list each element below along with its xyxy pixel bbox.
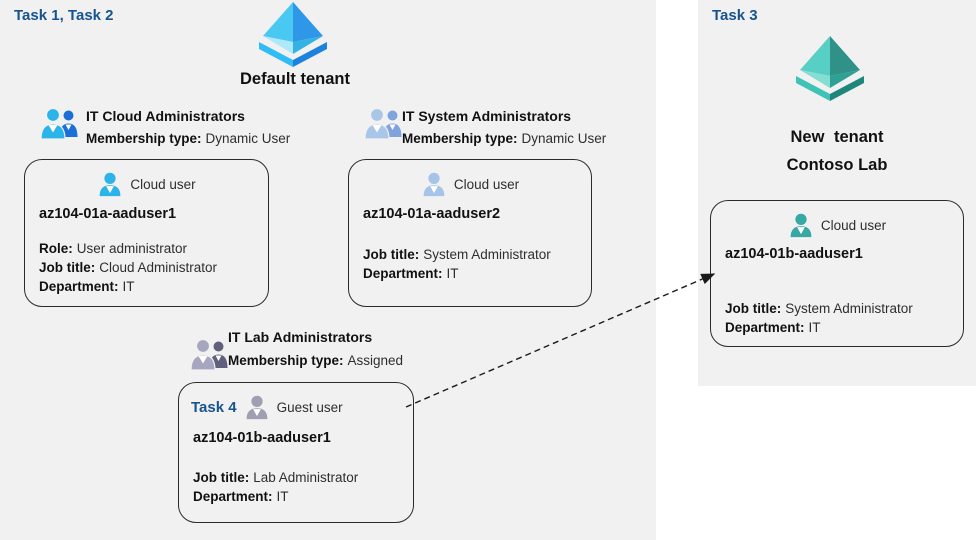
front-person bbox=[40, 107, 66, 140]
membership-type-value: Dynamic User bbox=[521, 131, 607, 146]
user-jobtitle-line: Job title:Lab Administrator bbox=[193, 470, 359, 485]
membership-type-label: Membership type: bbox=[86, 131, 202, 146]
membership-type-label: Membership type: bbox=[228, 353, 344, 368]
group-name-system-admins: IT System Administrators bbox=[402, 108, 572, 124]
user-department-line: Department:IT bbox=[193, 489, 289, 504]
contoso-tenant-icon bbox=[794, 36, 866, 102]
user-department-line: Department:IT bbox=[725, 320, 821, 335]
default-tenant-title: Default tenant bbox=[239, 70, 350, 88]
task-4-label: Task 4 bbox=[191, 398, 237, 416]
new-tenant-line2: Contoso Lab bbox=[786, 156, 888, 174]
user-jobtitle-line: Job title:System Administrator bbox=[363, 247, 551, 262]
user-type-label: Cloud user bbox=[820, 217, 887, 233]
group-membership-cloud-admins: Membership type:Dynamic User bbox=[86, 131, 290, 146]
user-card-header: Cloud user bbox=[711, 211, 963, 239]
user-type-label: Cloud user bbox=[453, 176, 520, 192]
guest-user-card: Task 4 Guest user az104-01b-aaduser1 Job… bbox=[178, 382, 414, 523]
user-name: az104-01a-aaduser2 bbox=[363, 206, 501, 222]
guest-card-header: Task 4 Guest user bbox=[179, 393, 413, 421]
new-tenant-title: New tenant Contoso Lab bbox=[698, 123, 976, 179]
back-person bbox=[209, 341, 228, 368]
user-department-line: Department:IT bbox=[39, 279, 135, 294]
group-name-cloud-admins: IT Cloud Administrators bbox=[86, 108, 245, 124]
user-card-aaduser1: Cloud user az104-01a-aaduser1 Role:User … bbox=[24, 159, 269, 307]
front-person bbox=[364, 107, 390, 140]
group-name-lab-admins: IT Lab Administrators bbox=[228, 329, 373, 345]
cloud-user-icon bbox=[99, 172, 121, 197]
task-3-label: Task 3 bbox=[712, 7, 758, 24]
default-tenant-panel bbox=[0, 0, 656, 540]
azure-ad-tenant-icon bbox=[257, 2, 329, 68]
group-icon-system-admins bbox=[364, 106, 404, 140]
membership-type-label: Membership type: bbox=[402, 131, 518, 146]
user-name: az104-01a-aaduser1 bbox=[39, 206, 177, 222]
user-type-label: Cloud user bbox=[130, 176, 196, 192]
group-membership-system-admins: Membership type:Dynamic User bbox=[402, 131, 606, 146]
task-1-2-label: Task 1, Task 2 bbox=[14, 7, 114, 24]
user-card-header: Cloud user bbox=[349, 170, 591, 198]
group-icon-cloud-admins bbox=[40, 106, 80, 140]
front-person bbox=[190, 338, 216, 371]
user-jobtitle-line: Job title:Cloud Administrator bbox=[39, 260, 218, 275]
group-membership-lab-admins: Membership type:Assigned bbox=[228, 353, 403, 368]
user-name: az104-01b-aaduser1 bbox=[193, 430, 331, 446]
user-card-aaduser2: Cloud user az104-01a-aaduser2 Job title:… bbox=[348, 159, 592, 307]
user-department-line: Department:IT bbox=[363, 266, 459, 281]
cloud-user-icon bbox=[790, 213, 812, 238]
group-icon-lab-admins bbox=[190, 337, 230, 371]
user-card-header: Cloud user bbox=[25, 170, 268, 198]
membership-type-value: Assigned bbox=[347, 353, 404, 368]
cloud-user-icon bbox=[423, 172, 445, 197]
user-role-line: Role:User administrator bbox=[39, 241, 188, 256]
user-type-label: Guest user bbox=[276, 399, 343, 415]
contoso-user-card: Cloud user az104-01b-aaduser1 Job title:… bbox=[710, 200, 964, 347]
membership-type-value: Dynamic User bbox=[205, 131, 291, 146]
user-name: az104-01b-aaduser1 bbox=[725, 246, 863, 262]
guest-user-icon bbox=[246, 395, 267, 420]
new-tenant-line1: New tenant bbox=[790, 128, 884, 146]
user-jobtitle-line: Job title:System Administrator bbox=[725, 301, 913, 316]
